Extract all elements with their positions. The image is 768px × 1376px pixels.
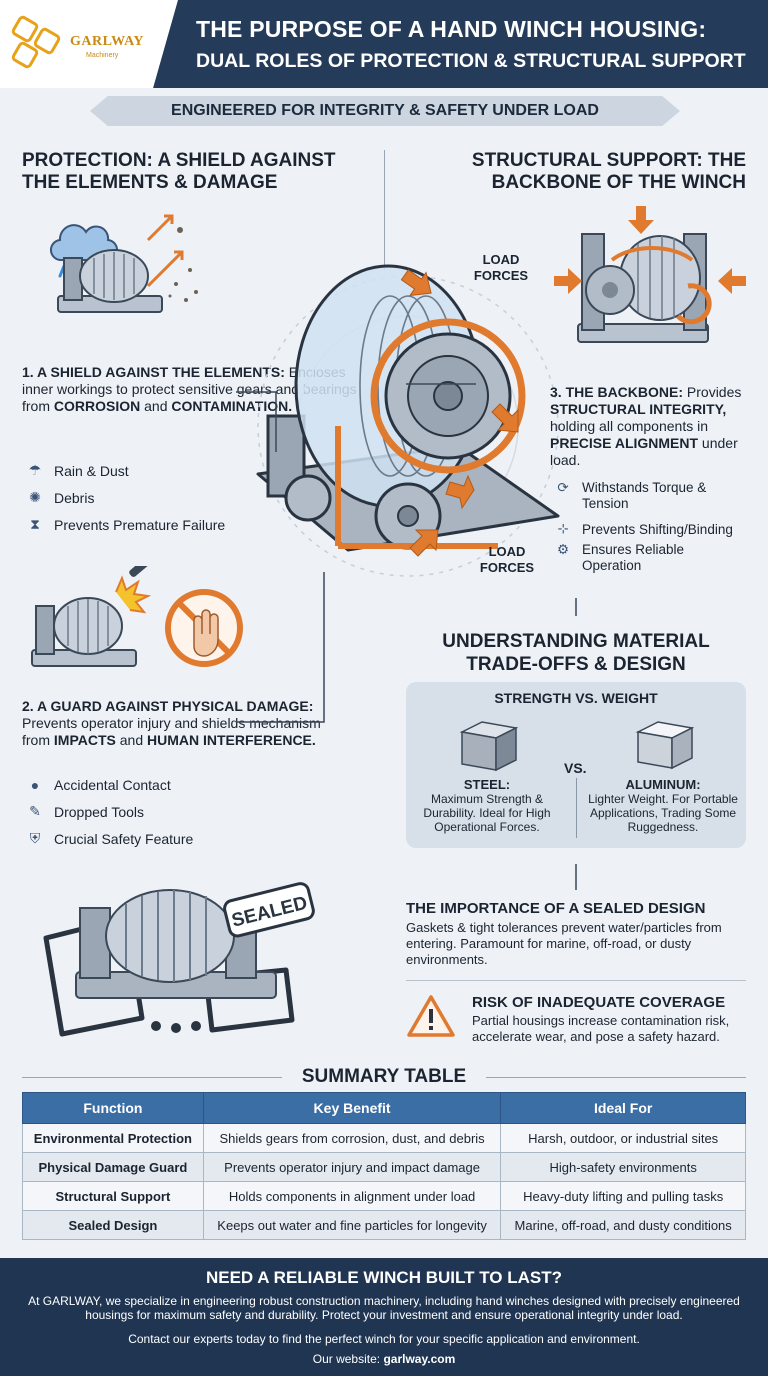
steel-text: Maximum Strength & Durability. Ideal for…	[423, 792, 551, 834]
column-header: Function	[22, 1092, 204, 1124]
protection-title: PROTECTION: A SHIELD AGAINST THE ELEMENT…	[22, 150, 336, 193]
steel-name: STEEL:	[463, 777, 511, 792]
list-item: ⟳Withstands Torque & Tension	[550, 480, 733, 516]
weather-winch-illustration	[50, 214, 198, 313]
table-row: Environmental Protection Shields gears f…	[22, 1123, 746, 1153]
summary-table: Function Key Benefit Ideal For Environme…	[22, 1092, 746, 1240]
divider	[384, 150, 385, 270]
footer-website: Our website: garlway.com	[312, 1352, 456, 1366]
footer-contact: Contact our experts today to find the pe…	[128, 1332, 640, 1346]
torque-arrows-icon: ⟳	[557, 480, 569, 495]
structural-item-3: 3. THE BACKBONE: Provides STRUCTURAL INT…	[550, 384, 742, 468]
list-item: ⛨Crucial Safety Feature	[22, 825, 194, 852]
protection-item-2: 2. A GUARD AGAINST PHYSICAL DAMAGE: Prev…	[22, 698, 321, 748]
table-cell: Shields gears from corrosion, dust, and …	[202, 1123, 502, 1153]
table-cell: Sealed Design	[22, 1210, 204, 1240]
footer-text: At GARLWAY, we specialize in engineering…	[28, 1294, 740, 1322]
divider	[486, 1077, 746, 1078]
structural-title: STRUCTURAL SUPPORT: THE BACKBONE OF THE …	[471, 150, 746, 193]
table-cell: Structural Support	[22, 1181, 204, 1211]
summary-title: SUMMARY TABLE	[301, 1066, 467, 1087]
list-item: ✎Dropped Tools	[22, 798, 193, 825]
protection-item-1-bullets: ☂Rain & Dust ✺Debris ⧗Prevents Premature…	[22, 457, 225, 538]
page-title: THE PURPOSE OF A HAND WINCH HOUSING:	[196, 16, 707, 42]
sealed-design-title: THE IMPORTANCE OF A SEALED DESIGN	[406, 900, 706, 917]
table-cell: Marine, off-road, and dusty conditions	[500, 1210, 746, 1240]
gear-icon: ⚙	[556, 542, 570, 557]
center-winch-diagram	[256, 264, 560, 577]
list-item: ⧗Prevents Premature Failure	[22, 511, 225, 538]
page-subtitle: DUAL ROLES OF PROTECTION & STRUCTURAL SU…	[196, 50, 746, 72]
aluminum-name: ALUMINUM:	[625, 777, 701, 792]
debris-icon: ✺	[29, 489, 41, 505]
shield-check-icon: ⛨	[29, 830, 41, 846]
column-header: Key Benefit	[202, 1092, 502, 1124]
risk-text: Partial housings increase contamination …	[472, 1013, 730, 1044]
table-cell: Physical Damage Guard	[22, 1152, 204, 1182]
warning-icon	[407, 995, 455, 1037]
vs-label: VS.	[564, 760, 587, 776]
table-cell: Keeps out water and fine particles for l…	[202, 1210, 502, 1240]
list-item: ⚙Ensures Reliable Operation	[550, 542, 733, 578]
logo-name: GARLWAY	[70, 34, 145, 49]
table-cell: Environmental Protection	[22, 1123, 204, 1153]
table-row: Structural Support Holds components in a…	[22, 1181, 746, 1211]
aluminum-text: Lighter Weight. For Portable Application…	[588, 792, 738, 834]
divider	[406, 980, 746, 981]
wrench-icon: ✎	[29, 803, 41, 819]
table-row: Sealed Design Keeps out water and fine p…	[22, 1210, 746, 1240]
table-cell: Prevents operator injury and impact dama…	[202, 1152, 502, 1182]
footer: NEED A RELIABLE WINCH BUILT TO LAST? At …	[0, 1258, 768, 1376]
header-bar: GARLWAY Machinery THE PURPOSE OF A HAND …	[0, 0, 768, 88]
logo: GARLWAY Machinery	[0, 0, 178, 88]
sealed-winch-illustration: SEALED	[43, 882, 315, 1037]
divider	[576, 778, 577, 838]
table-cell: Holds components in alignment under load	[202, 1181, 502, 1211]
material-subtitle: STRENGTH VS. WEIGHT	[494, 690, 658, 706]
material-comparison-panel: STRENGTH VS. WEIGHT VS. STEEL: Maximum S…	[406, 682, 746, 848]
table-cell: High-safety environments	[500, 1152, 746, 1182]
structural-item-3-bullets: ⟳Withstands Torque & Tension ⊹Prevents S…	[550, 480, 733, 578]
alignment-icon: ⊹	[557, 521, 569, 536]
website-link[interactable]: garlway.com	[383, 1352, 456, 1366]
column-header: Ideal For	[500, 1092, 746, 1124]
risk-title: RISK OF INADEQUATE COVERAGE	[472, 994, 726, 1011]
aluminum-column: ALUMINUM: Lighter Weight. For Portable A…	[588, 777, 738, 835]
load-forces-label-bottom: LOAD FORCES	[479, 544, 535, 575]
table-header-row: Function Key Benefit Ideal For	[22, 1092, 746, 1124]
protection-item-2-bullets: ●Accidental Contact ✎Dropped Tools ⛨Cruc…	[22, 771, 193, 852]
logo-tagline: Machinery	[86, 52, 119, 59]
sealed-design-text: Gaskets & tight tolerances prevent water…	[406, 920, 722, 967]
subtitle-banner: ENGINEERED FOR INTEGRITY & SAFETY UNDER …	[90, 96, 680, 126]
hourglass-icon: ⧗	[30, 516, 40, 532]
steel-block-icon	[459, 721, 519, 772]
list-item: ☂Rain & Dust	[22, 457, 225, 484]
cloud-rain-icon: ☂	[28, 462, 42, 478]
person-icon: ●	[30, 776, 40, 793]
footer-title: NEED A RELIABLE WINCH BUILT TO LAST?	[205, 1268, 563, 1287]
divider	[22, 1077, 282, 1078]
table-cell: Heavy-duty lifting and pulling tasks	[500, 1181, 746, 1211]
backbone-winch-illustration	[554, 206, 746, 343]
list-item: ⊹Prevents Shifting/Binding	[550, 516, 733, 542]
table-cell: Harsh, outdoor, or industrial sites	[500, 1123, 746, 1153]
table-row: Physical Damage Guard Prevents operator …	[22, 1152, 746, 1182]
steel-column: STEEL: Maximum Strength & Durability. Id…	[412, 777, 562, 835]
aluminum-block-icon	[635, 721, 695, 770]
load-forces-label-top: LOAD FORCES	[473, 252, 529, 283]
list-item: ✺Debris	[22, 484, 225, 511]
material-title: UNDERSTANDING MATERIAL TRADE-OFFS & DESI…	[442, 631, 710, 675]
impact-winch-illustration	[31, 566, 243, 667]
list-item: ●Accidental Contact	[22, 771, 193, 798]
